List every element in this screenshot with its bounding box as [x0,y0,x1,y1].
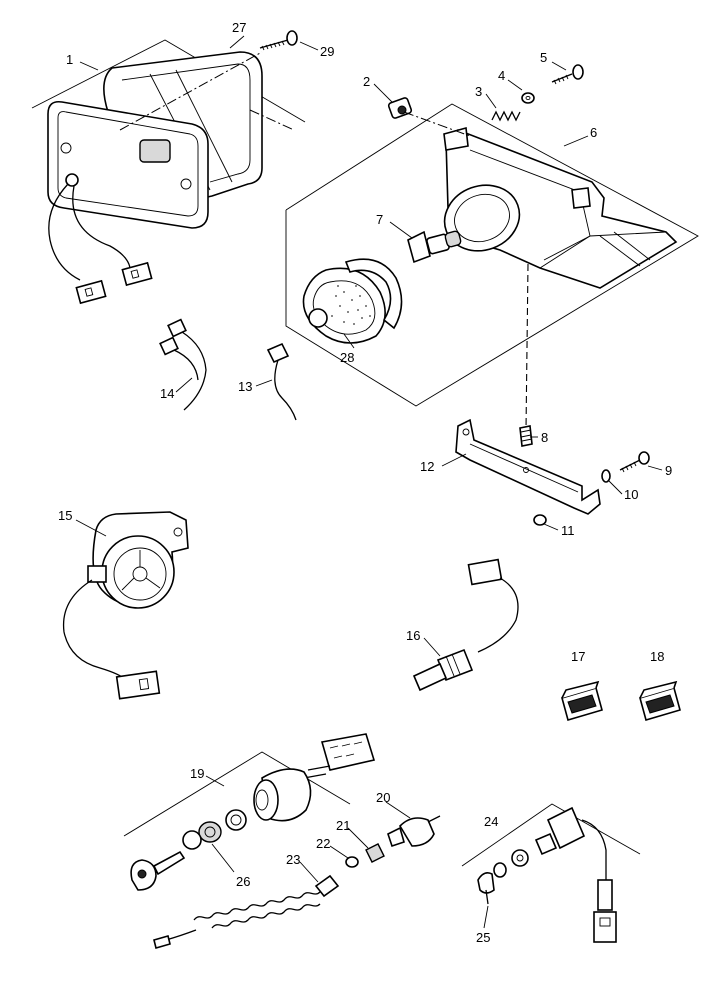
callout-14: 14 [160,386,174,401]
callout-27: 27 [232,20,246,35]
callout-16: 16 [406,628,420,643]
callout-9: 9 [665,463,672,478]
switch-24 [461,803,641,943]
screw-5 [551,64,584,85]
lamp-lens [47,100,209,229]
callout-5: 5 [540,50,547,65]
bolt-9 [619,451,650,473]
callout-26: 26 [236,874,250,889]
callout-18: 18 [650,649,664,664]
callout-3: 3 [475,84,482,99]
lanyard-23 [153,874,340,949]
callout-7: 7 [376,212,383,227]
callout-20: 20 [376,790,390,805]
sensor-16 [412,558,519,692]
switch-20 [387,815,441,848]
nut-11 [533,514,547,526]
callout-28: 28 [340,350,354,365]
rocker-switch-17 [561,680,603,721]
callout-22: 22 [316,836,330,851]
callout-12: 12 [420,459,434,474]
callout-8: 8 [541,430,548,445]
callout-25: 25 [476,930,490,945]
callout-11: 11 [561,523,575,538]
callout-17: 17 [571,649,585,664]
callout-19: 19 [190,766,204,781]
connector-lead-14 [159,318,207,411]
callout-1: 1 [66,52,73,67]
callout-23: 23 [286,852,300,867]
washer-10 [601,469,611,483]
callout-13: 13 [238,379,252,394]
headlamp-assembly [285,64,699,431]
callout-24: 24 [484,814,498,829]
washer-4 [521,92,535,104]
callout-2: 2 [363,74,370,89]
spring-3 [491,110,521,122]
ignition-switch-19 [123,733,376,891]
mounting-bracket [455,418,650,526]
horn-15 [62,511,189,700]
clip-nut-2 [387,97,413,119]
tail-lamp-assembly [31,30,306,305]
connector-lead-13 [266,342,297,421]
screw-29 [259,30,298,51]
rocker-switch-18 [639,680,681,721]
callout-21: 21 [336,818,350,833]
callout-labels: 1 2 3 4 5 6 7 8 9 10 11 12 13 14 15 16 1… [58,20,672,945]
bushing-21 [365,843,385,863]
reflector-28 [302,258,403,344]
callout-4: 4 [498,68,505,83]
callout-6: 6 [590,125,597,140]
callout-29: 29 [320,44,334,59]
bulb-7 [407,230,462,264]
callout-15: 15 [58,508,72,523]
washer-22 [345,856,359,868]
leader-lines [75,35,663,929]
callout-10: 10 [624,487,638,502]
